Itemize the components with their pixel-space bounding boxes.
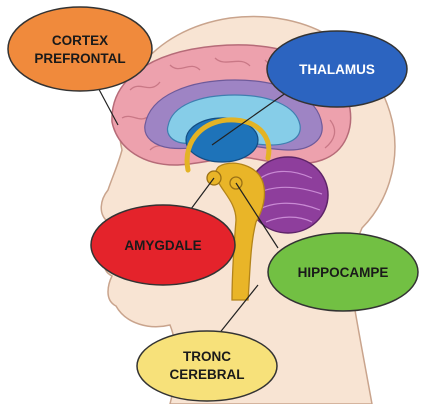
label-thalamus: THALAMUS	[267, 31, 407, 107]
cortex-bubble	[8, 7, 152, 91]
cortex-label-line1: CORTEX	[52, 33, 108, 48]
thalamus-label: THALAMUS	[299, 62, 375, 77]
tronc-label-line2: CEREBRAL	[169, 367, 244, 382]
tronc-bubble	[137, 331, 277, 401]
hippocampe-label: HIPPOCAMPE	[298, 265, 389, 280]
amygdale-label: AMYGDALE	[124, 238, 201, 253]
tronc-label-line1: TRONC	[183, 349, 231, 364]
cortex-label-line2: PREFRONTAL	[34, 51, 125, 66]
label-hippocampe: HIPPOCAMPE	[268, 233, 418, 311]
label-amygdale: AMYGDALE	[91, 205, 235, 285]
label-cortex-prefrontal: CORTEX PREFRONTAL	[8, 7, 152, 91]
label-tronc-cerebral: TRONC CEREBRAL	[137, 331, 277, 401]
